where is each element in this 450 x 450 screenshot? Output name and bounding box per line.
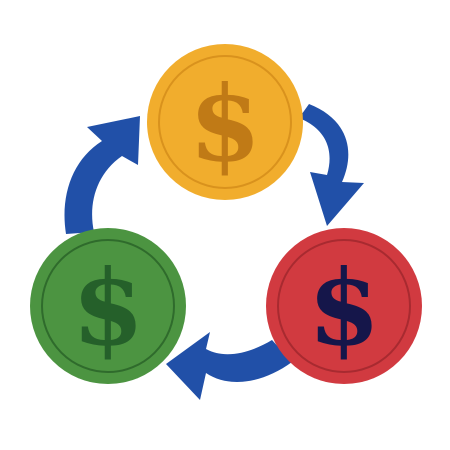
coin-top: $ — [147, 44, 303, 200]
dollar-coin-icon: $ — [72, 246, 144, 369]
arrow-top-to-right-shaft — [299, 104, 364, 226]
dollar-coin-icon: $ — [308, 246, 380, 369]
coin-top-body — [147, 44, 303, 200]
coin-right-body — [266, 228, 422, 384]
coin-left-body — [30, 228, 186, 384]
arrow-top-to-right — [299, 104, 364, 226]
coin-left-rim — [41, 239, 175, 373]
coin-right-rim — [277, 239, 411, 373]
arrow-left-to-top — [64, 116, 140, 234]
arrow-right-to-left-shaft — [166, 332, 292, 400]
dollar-coin-icon: $ — [189, 62, 261, 185]
arrow-left-to-top-shaft — [64, 116, 140, 234]
arrow-right-to-left — [166, 332, 292, 400]
coin-top-rim — [158, 55, 292, 189]
coin-right: $ — [266, 228, 422, 384]
coin-left: $ — [30, 228, 186, 384]
